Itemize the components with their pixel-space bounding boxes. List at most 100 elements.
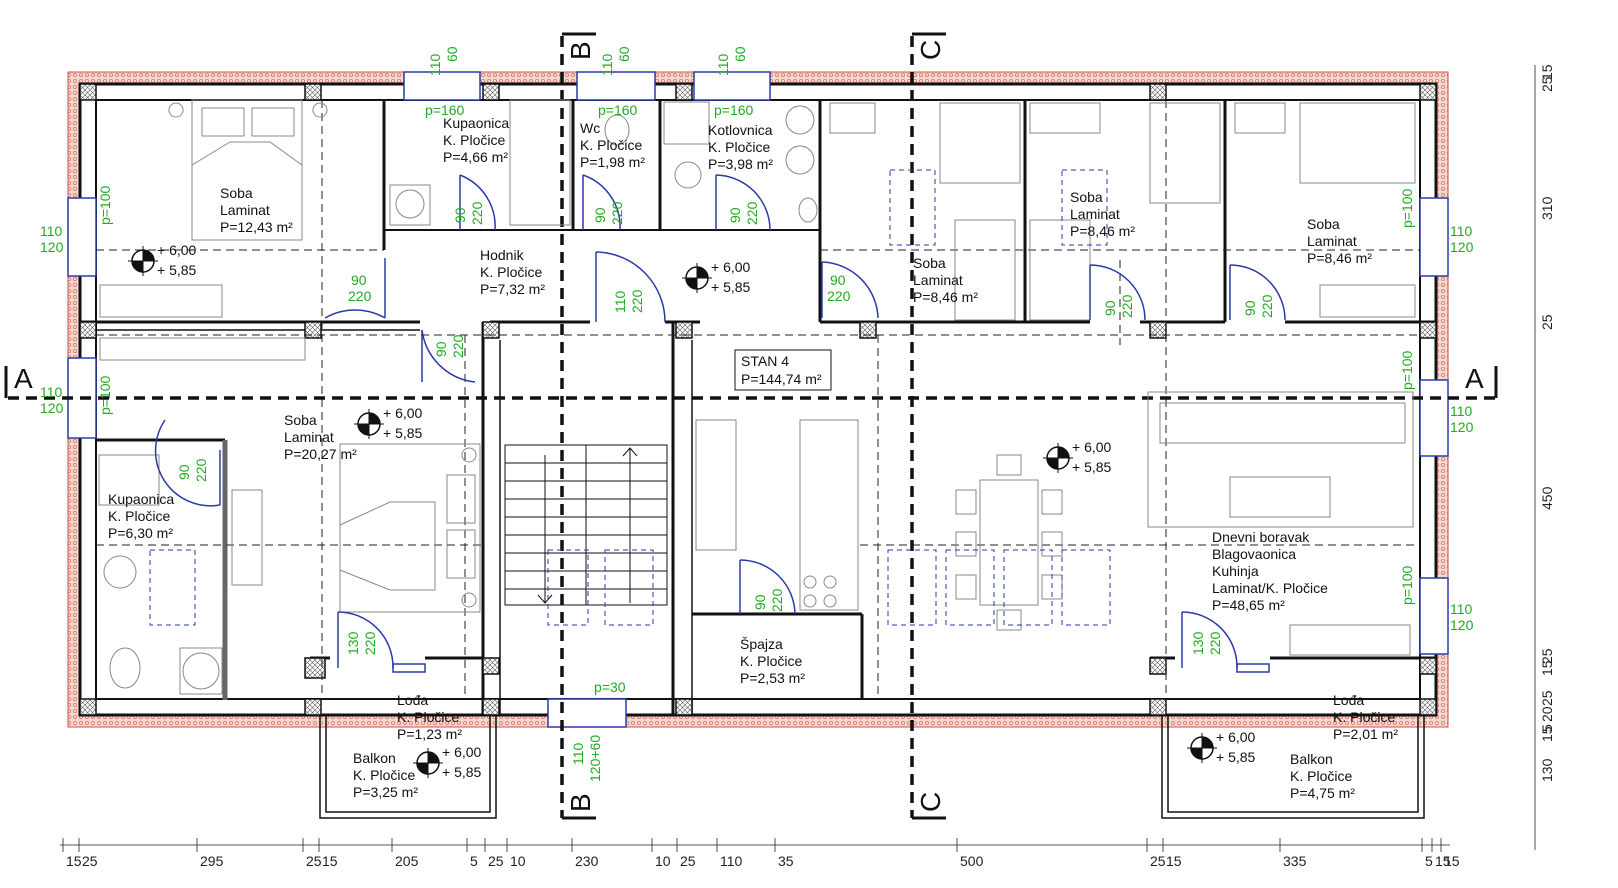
beam-lines	[96, 100, 1420, 700]
level-finish-text: + 5,85	[711, 279, 751, 295]
svg-text:110: 110	[1450, 601, 1473, 617]
level-marker: + 6,00 + 5,85	[682, 259, 751, 295]
dimension-label: 5	[470, 853, 478, 869]
svg-text:p=100: p=100	[97, 375, 113, 415]
level-marker: + 6,00+ 5,85	[413, 744, 482, 780]
section-markers	[4, 32, 1498, 820]
dimension-label: 15	[1539, 64, 1555, 80]
level-finish-text: + 5,85	[442, 764, 482, 780]
dimension-label: 110	[720, 853, 743, 869]
svg-text:110: 110	[1450, 223, 1473, 239]
level-markers: + 6,00 + 5,85 + 6,00 + 5,85 + 6,00 + 5,85 + 6,…	[128, 242, 1256, 780]
dimension-label: 15	[322, 853, 338, 869]
dimension-label: 25	[1150, 853, 1166, 869]
svg-text:220: 220	[1207, 631, 1223, 655]
svg-text:130: 130	[1190, 631, 1206, 655]
dimension-label: 25	[1539, 648, 1555, 664]
level-finish-text: + 5,85	[1216, 749, 1256, 765]
structural-columns	[79, 83, 1437, 716]
dimension-label: 5	[1425, 853, 1433, 869]
dimension-label: 25	[1539, 690, 1555, 706]
level-marker: + 6,00 + 5,85	[354, 405, 423, 441]
svg-text:120: 120	[40, 239, 64, 255]
level-marker: + 6,00+ 5,85	[128, 242, 197, 278]
svg-text:90: 90	[176, 464, 192, 480]
svg-text:110: 110	[715, 53, 731, 76]
level-floor-text: + 6,00	[711, 259, 751, 275]
svg-text:220: 220	[193, 458, 209, 482]
svg-text:60: 60	[616, 46, 632, 62]
dimension-label: 15	[66, 853, 82, 869]
svg-text:p=30: p=30	[594, 679, 626, 695]
opening-labels: 110 120 110 120 110 120 110 120 110 120 …	[40, 46, 1474, 782]
dimension-label: 295	[200, 853, 224, 869]
dimension-lines	[60, 65, 1536, 850]
dimension-label: 25	[680, 853, 696, 869]
svg-text:p=160: p=160	[598, 102, 638, 118]
section-b-top: B	[565, 41, 596, 60]
svg-text:120+60: 120+60	[587, 735, 603, 782]
balcony-slabs	[319, 715, 1425, 819]
svg-text:120: 120	[1450, 617, 1474, 633]
svg-text:130: 130	[345, 631, 361, 655]
level-floor-text: + 6,00	[1072, 439, 1112, 455]
ceiling-fixtures	[149, 169, 1111, 626]
dimension-label: 130	[1539, 758, 1555, 782]
dimension-label: 205	[395, 853, 419, 869]
svg-text:p=100: p=100	[1399, 350, 1415, 390]
level-finish-text: + 5,85	[383, 425, 423, 441]
section-b-bottom: B	[565, 793, 596, 812]
svg-text:120: 120	[1450, 239, 1474, 255]
dimension-label: 15	[1435, 853, 1451, 869]
dimension-label: 10	[510, 853, 526, 869]
svg-text:110: 110	[40, 384, 63, 400]
dimension-label: 25	[306, 853, 322, 869]
dimension-label: 20	[1539, 706, 1555, 722]
svg-text:p=100: p=100	[1399, 188, 1415, 228]
dimension-label: 10	[655, 853, 671, 869]
svg-text:110: 110	[1450, 403, 1473, 419]
svg-text:60: 60	[444, 46, 460, 62]
svg-text:110: 110	[427, 53, 443, 76]
svg-text:120: 120	[1450, 419, 1474, 435]
furniture	[98, 99, 1416, 695]
dimension-label: 15	[1539, 726, 1555, 742]
dimension-label: 25	[1539, 314, 1555, 330]
dimension-label: 25	[1539, 76, 1555, 92]
level-floor-text: + 6,00	[383, 405, 423, 421]
svg-text:110: 110	[612, 290, 628, 313]
section-c-top: C	[915, 40, 946, 60]
level-finish-text: + 5,85	[1072, 459, 1112, 475]
svg-text:90: 90	[830, 272, 846, 288]
section-a-left: A	[14, 363, 33, 394]
dimension-label: 450	[1539, 486, 1555, 510]
svg-text:220: 220	[629, 289, 645, 313]
dimension-label: 25	[488, 853, 504, 869]
svg-text:90: 90	[452, 207, 468, 223]
level-floor-text: + 6,00	[157, 242, 197, 258]
dimension-label: 310	[1539, 196, 1555, 220]
svg-text:220: 220	[609, 201, 625, 225]
svg-text:90: 90	[1242, 300, 1258, 316]
section-a-right: A	[1465, 363, 1484, 394]
section-c-bottom: C	[915, 792, 946, 812]
svg-text:60: 60	[732, 46, 748, 62]
svg-text:90: 90	[752, 594, 768, 610]
staircase	[504, 444, 668, 606]
dimension-label: 500	[960, 853, 984, 869]
door-swings	[154, 174, 1286, 669]
dimension-label: 230	[575, 853, 599, 869]
svg-text:STAN 4: STAN 4	[741, 353, 789, 369]
